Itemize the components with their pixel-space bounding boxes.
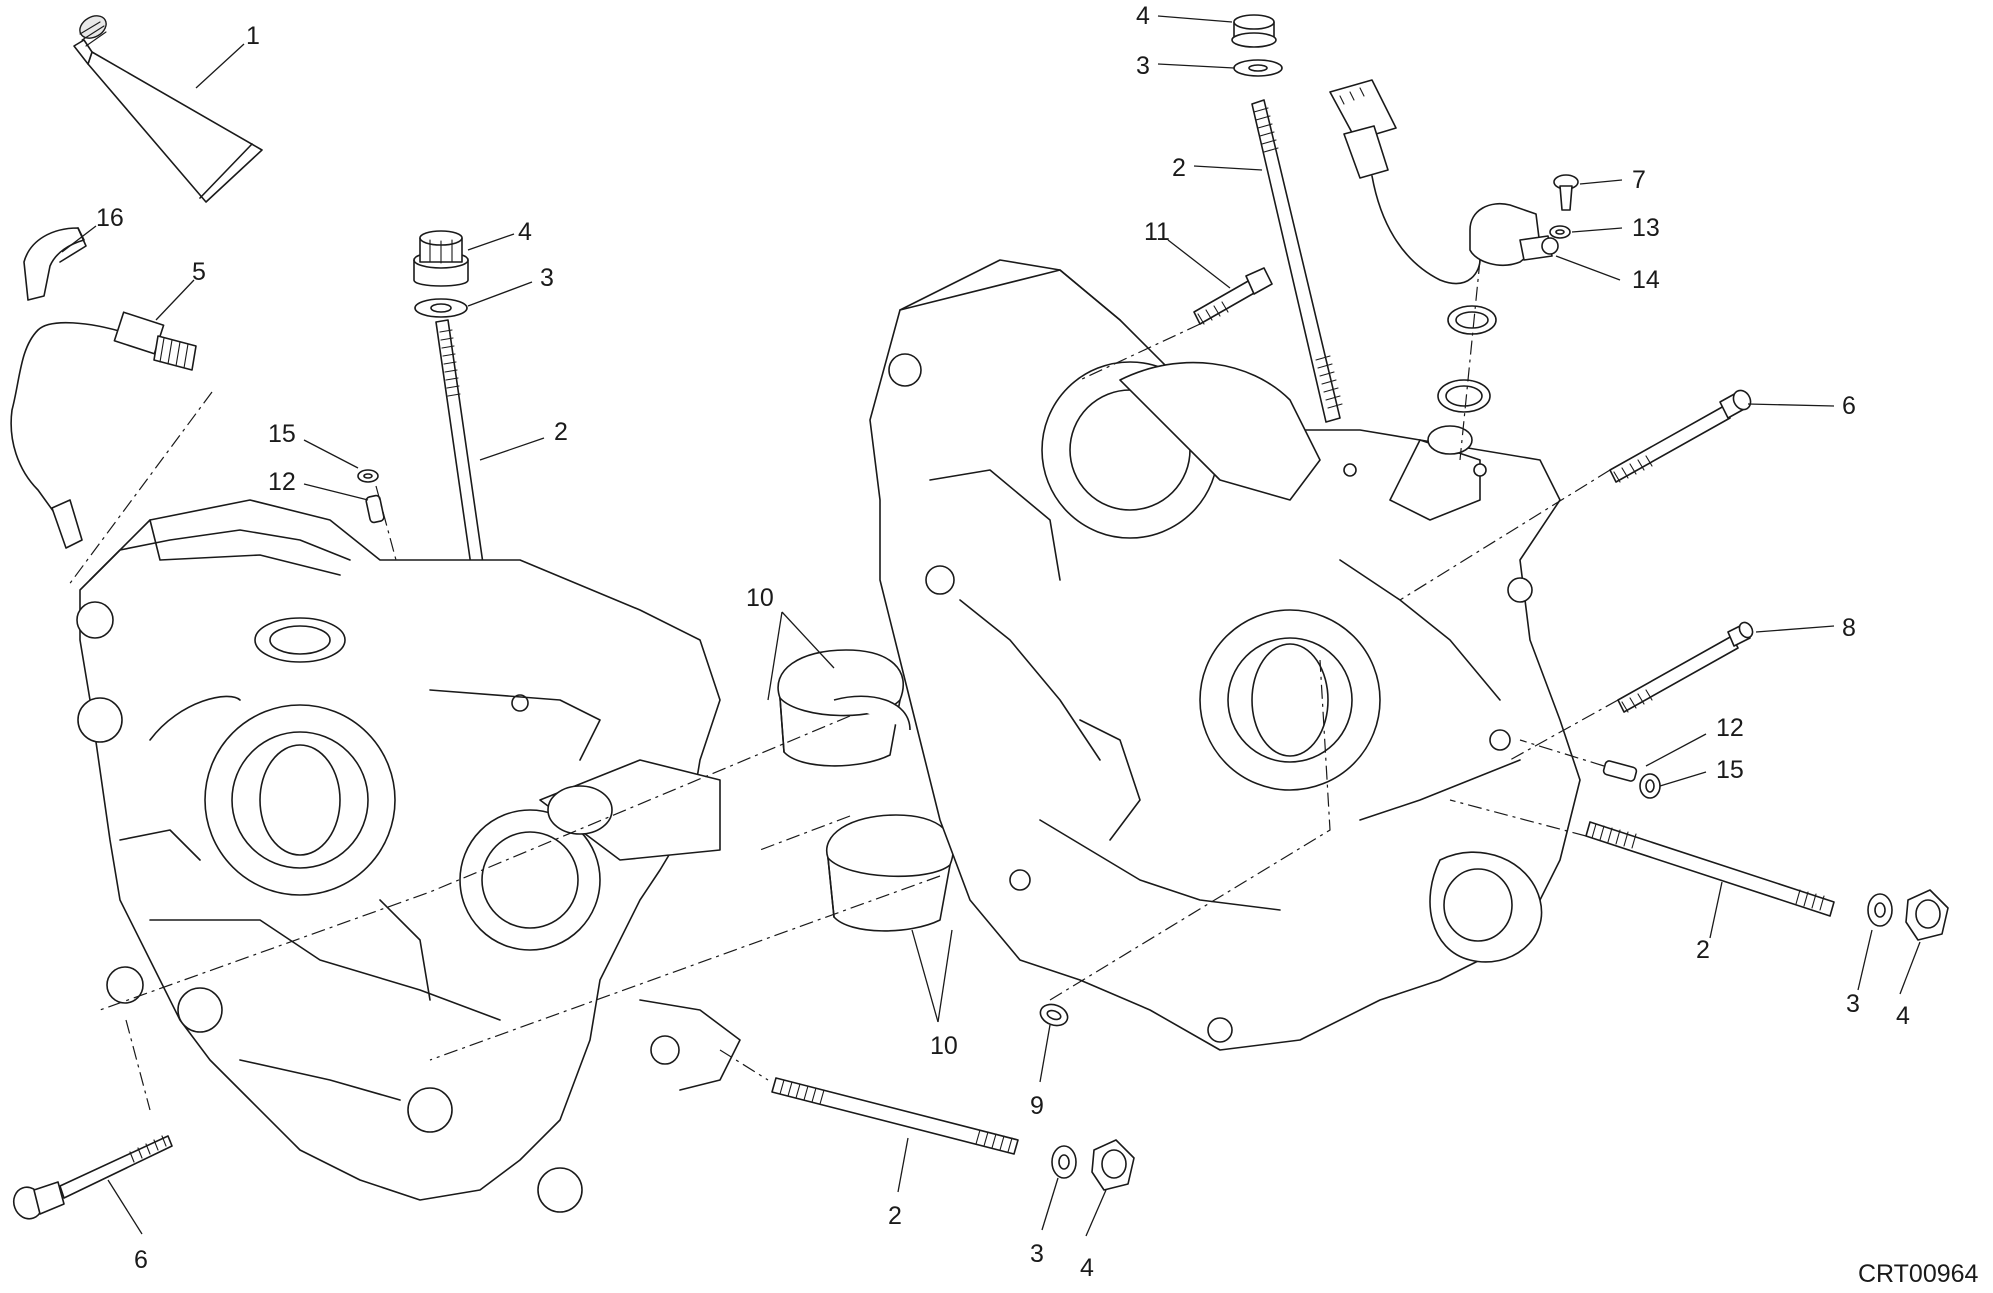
callout-10: 10	[930, 1032, 958, 1060]
callout-14: 14	[1632, 266, 1660, 294]
callout-9: 9	[1030, 1092, 1044, 1120]
callout-4: 4	[1896, 1002, 1910, 1030]
callout-12: 12	[1716, 714, 1744, 742]
sealant-tube	[73, 15, 263, 203]
screw-7	[1553, 174, 1579, 211]
callout-2: 2	[888, 1202, 902, 1230]
callout-11: 11	[1144, 218, 1170, 246]
stud-right-vertical	[1251, 99, 1343, 423]
callout-labels: 1 16 5 4 3 2 15 12 10 10 6 2 3 4 9 4 3 2…	[96, 2, 1979, 1288]
callout-4: 4	[1080, 1254, 1094, 1282]
callout-16: 16	[96, 204, 124, 232]
washer-13	[1549, 225, 1571, 239]
bolt-right-8	[1617, 621, 1754, 713]
sensor-clip	[23, 227, 87, 301]
stud-left-horizontal	[771, 1077, 1019, 1155]
callout-4: 4	[518, 218, 532, 246]
callout-15: 15	[1716, 756, 1744, 784]
washer-right-top	[1233, 59, 1283, 77]
dowel-pin-left	[365, 494, 385, 524]
callout-8: 8	[1842, 614, 1856, 642]
callout-3: 3	[1136, 52, 1150, 80]
callout-3: 3	[540, 264, 554, 292]
callout-6: 6	[134, 1246, 148, 1274]
callout-2: 2	[1696, 936, 1710, 964]
callout-5: 5	[192, 258, 206, 286]
washer-left-bottom	[1051, 1145, 1077, 1179]
callout-3: 3	[1030, 1240, 1044, 1268]
flange-nut-right-bottom	[1905, 889, 1949, 941]
flange-nut-left-top	[413, 230, 469, 287]
callout-3: 3	[1846, 990, 1860, 1018]
washer-left-top	[414, 298, 468, 318]
callout-2: 2	[554, 418, 568, 446]
callout-6: 6	[1842, 392, 1856, 420]
speed-sensor	[1329, 79, 1559, 285]
o-ring-right	[1639, 773, 1661, 799]
left-crankcase	[76, 499, 741, 1213]
washer-right-bottom	[1867, 893, 1893, 927]
diagram-code: CRT00964	[1858, 1260, 1979, 1288]
callout-4: 4	[1136, 2, 1150, 30]
bolt-left-bottom	[12, 1135, 173, 1220]
callout-15: 15	[268, 420, 296, 448]
leader-lines	[61, 15, 1921, 1237]
flange-nut-left-bottom	[1091, 1139, 1135, 1191]
flange-nut-right-top	[1231, 14, 1277, 48]
bolt-11	[1193, 267, 1273, 325]
callout-13: 13	[1632, 214, 1660, 242]
dowel-pin-right	[1602, 760, 1638, 782]
callout-7: 7	[1632, 166, 1646, 194]
callout-10: 10	[746, 584, 774, 612]
right-crankcase	[869, 259, 1581, 1051]
callout-12: 12	[268, 468, 296, 496]
stud-right-horizontal	[1585, 821, 1835, 917]
main-bearing-shells	[777, 649, 955, 932]
o-ring-9	[1039, 1003, 1069, 1027]
bolt-right-6	[1609, 389, 1752, 483]
assembly-centerlines	[67, 259, 1619, 1111]
o-rings-sensor-seat	[1437, 305, 1497, 413]
callout-2: 2	[1172, 154, 1186, 182]
callout-1: 1	[246, 22, 260, 50]
o-ring-left	[357, 469, 379, 483]
temperature-sensor	[10, 311, 197, 549]
